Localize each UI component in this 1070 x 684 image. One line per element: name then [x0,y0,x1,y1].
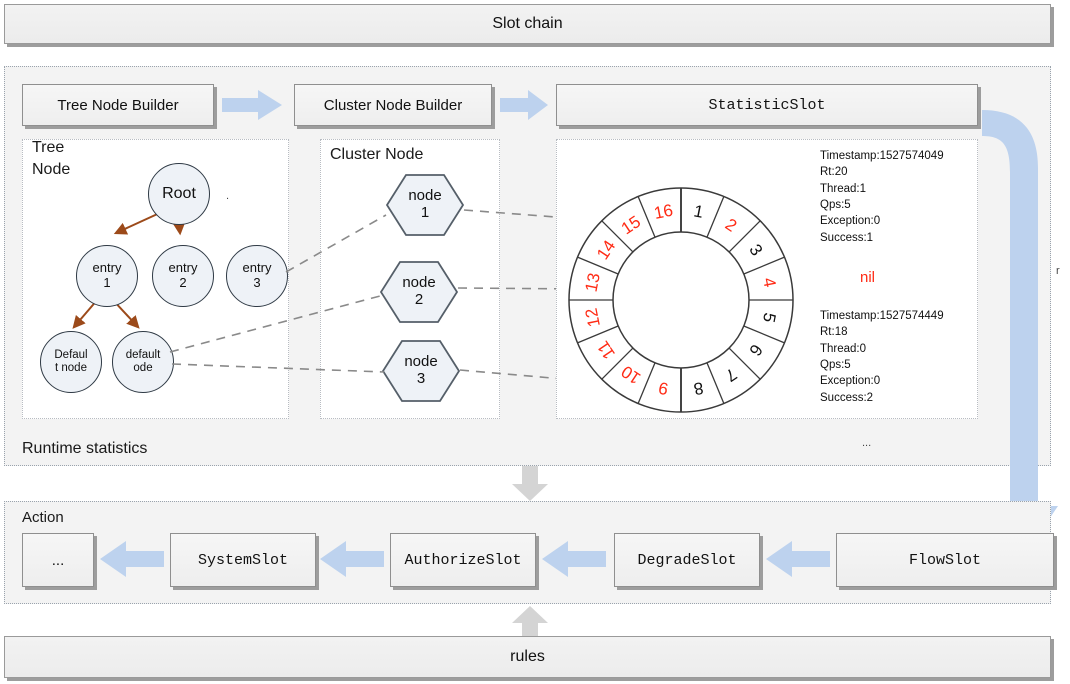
stats-bottom-block: Timestamp:1527574449 Rt:18 Thread:0 Qps:… [820,308,980,406]
tree-entry-1-line2: 1 [103,275,111,290]
tree-entry-1-line1: entry [92,260,122,276]
statistic-slot-label: StatisticSlot [708,96,826,114]
cluster-node-builder-label: Cluster Node Builder [323,96,463,114]
ring-slot-5: 5 [759,311,779,324]
stats-bottom-timestamp: Timestamp:1527574449 [820,310,944,322]
tree-node-root[interactable]: Root [148,163,210,225]
cluster-node-caption: Cluster Node [330,146,424,163]
tree-node-entry-2[interactable]: entry 2 [152,245,214,307]
ring-slot-1: 1 [692,201,705,221]
ring-slot-16: 16 [652,201,674,223]
tree-node-builder-box[interactable]: Tree Node Builder [22,84,214,126]
tree-entry-3-line2: 3 [253,275,261,290]
action-slot-ellipsis-label: ... [51,551,65,569]
statistic-to-flow-arrow-icon [982,88,1058,556]
ring-slot-4: 4 [759,276,779,289]
action-slot-degrade-label: DegradeSlot [637,551,737,569]
runtime-statistics-ellipsis: ... [862,437,872,449]
arrow-flow-to-degrade-icon [766,541,830,577]
tree-node-caption-line1: Tree [32,139,65,156]
arrow-system-to-ellipsis-icon [100,541,164,577]
arrow-tree-to-cluster-icon [222,90,282,120]
slot-chain-banner: Slot chain [4,4,1051,44]
ring-slot-8: 8 [692,378,705,398]
action-slot-ellipsis[interactable]: ... [22,533,94,587]
action-slot-authorize[interactable]: AuthorizeSlot [390,533,536,587]
stats-top-exception: Exception:0 [820,215,881,228]
side-marker-r: r [1056,265,1060,277]
stats-bottom-rt: Rt:18 [820,326,848,339]
tree-entry-3-line1: entry [242,260,272,276]
action-slot-authorize-label: AuthorizeSlot [404,551,522,569]
stats-top-success: Success:1 [820,231,874,244]
tree-node-entry-1[interactable]: entry 1 [76,245,138,307]
action-slot-system-label: SystemSlot [197,551,288,569]
tree-node-default-node[interactable]: Defaul t node [40,331,102,393]
tree-node-entry-3[interactable]: entry 3 [226,245,288,307]
rules-title: rules [510,648,545,665]
tree-default-1-line1: Defaul [54,349,88,362]
tree-default-2-line1: default [125,349,161,362]
stats-top-rt: Rt:20 [820,166,848,179]
slot-chain-title: Slot chain [492,15,563,32]
ring-slot-9: 9 [657,378,670,398]
arrow-degrade-to-authorize-icon [542,541,606,577]
tree-node-builder-label: Tree Node Builder [57,96,179,114]
tree-entry-2-line2: 2 [179,275,187,290]
stats-top-qps: Qps:5 [820,198,851,211]
cluster-node-builder-box[interactable]: Cluster Node Builder [294,84,492,126]
tree-stray-dot: . [226,190,230,202]
action-slot-degrade[interactable]: DegradeSlot [614,533,760,587]
stats-bottom-exception: Exception:0 [820,375,881,388]
statistic-slot-box[interactable]: StatisticSlot [556,84,978,126]
stats-bottom-thread: Thread:0 [820,342,867,355]
stats-bottom-success: Success:2 [820,391,874,404]
runtime-to-action-arrow-icon [512,466,548,501]
action-caption: Action [22,509,64,526]
tree-default-2-line2: ode [133,362,153,374]
stats-top-timestamp: Timestamp:1527574049 [820,150,944,162]
tree-node-root-label: Root [162,185,196,203]
stats-bottom-qps: Qps:5 [820,358,851,371]
stats-top-thread: Thread:1 [820,182,867,195]
action-slot-system[interactable]: SystemSlot [170,533,316,587]
rules-to-action-arrow-icon [512,606,548,642]
ring-slot-12: 12 [582,306,604,328]
nil-label: nil [860,269,876,286]
tree-node-caption-line2: Node [32,161,71,178]
tree-node-default-ode[interactable]: default ode [112,331,174,393]
arrow-authorize-to-system-icon [320,541,384,577]
tree-default-1-line2: t node [55,362,87,374]
stats-top-block: Timestamp:1527574049 Rt:20 Thread:1 Qps:… [820,148,980,246]
runtime-statistics-caption: Runtime statistics [22,440,148,457]
action-slot-flow[interactable]: FlowSlot [836,533,1054,587]
arrow-cluster-to-statistic-icon [500,90,548,120]
action-slot-flow-label: FlowSlot [908,551,981,569]
ring-slot-13: 13 [582,271,604,293]
tree-entry-2-line1: entry [168,260,198,276]
rules-banner: rules [4,636,1051,678]
